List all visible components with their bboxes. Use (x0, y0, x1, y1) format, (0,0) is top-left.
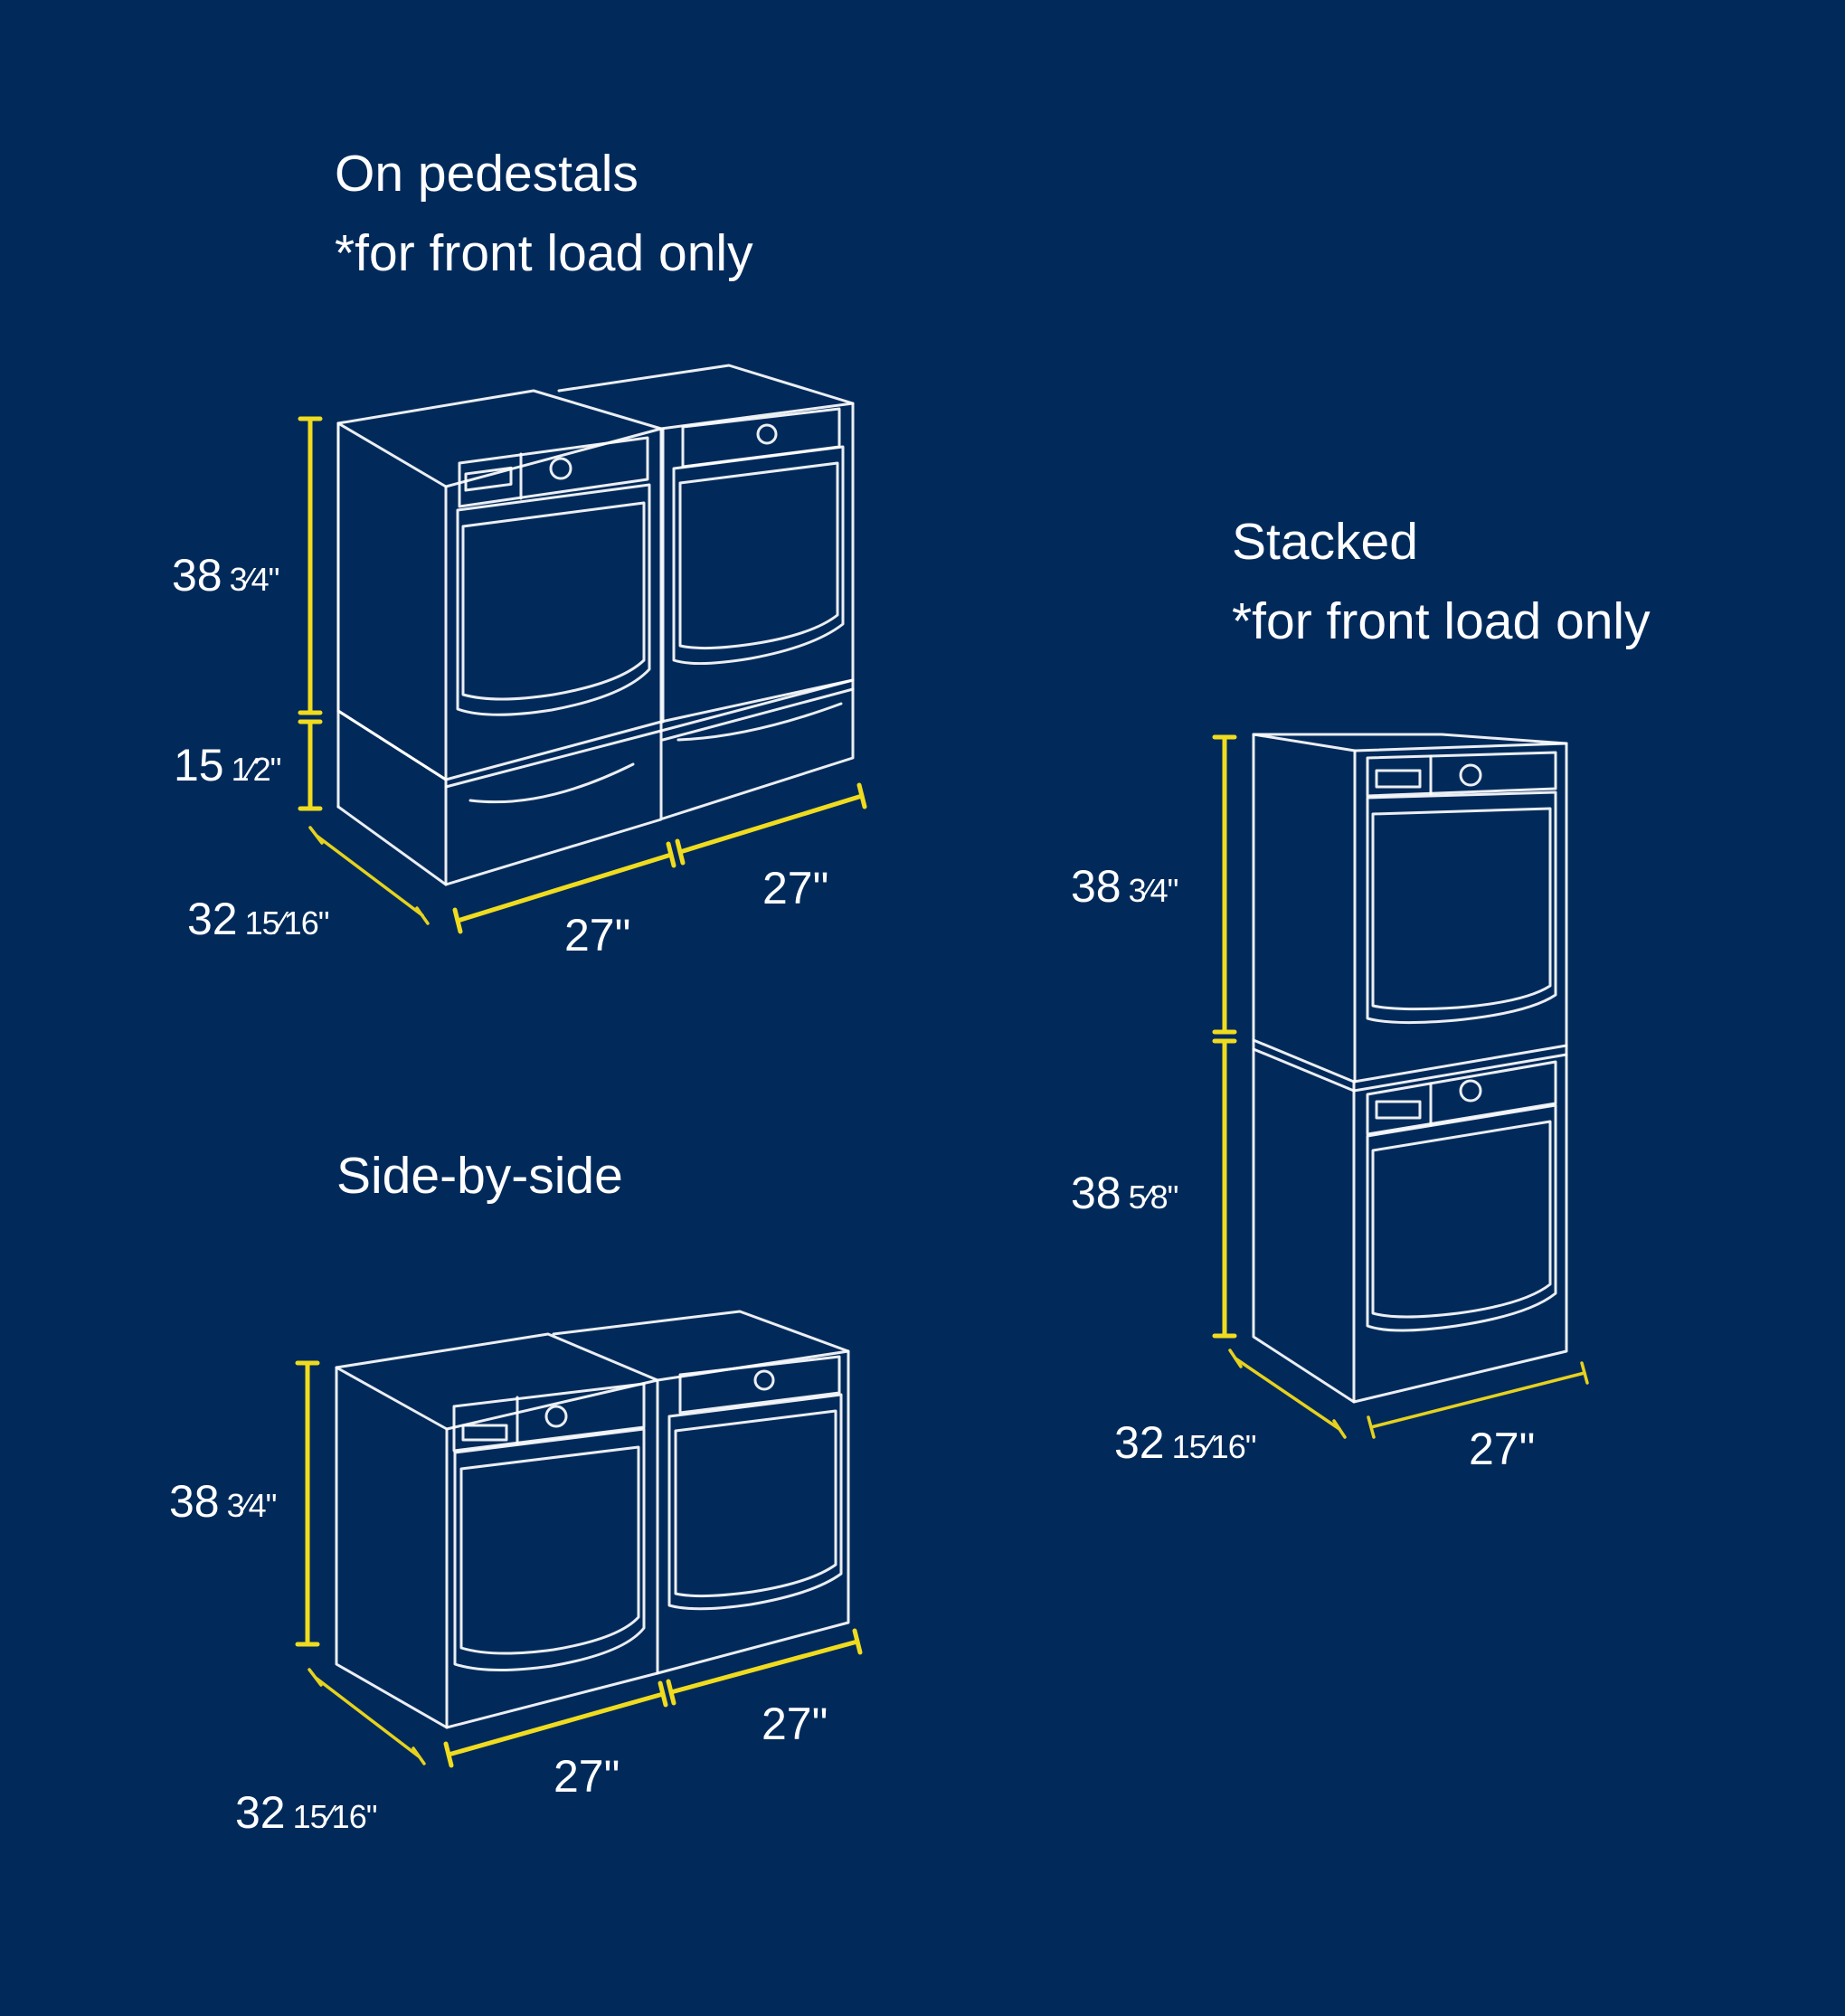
pedestal-washer-outline (336, 389, 663, 886)
dimension-lines (295, 416, 1589, 1768)
stacked-width-label: 27" (1469, 1424, 1536, 1474)
dim-fraction: 15⁄16" (292, 1798, 378, 1835)
pedestals-note: *for front load only (335, 224, 753, 282)
pedestals-title: On pedestals (335, 145, 639, 203)
pedestals-heading: On pedestals *for front load only (335, 134, 753, 293)
pedestals-width-left-label: 27" (564, 910, 631, 961)
stacked-washer-outline (1252, 1038, 1568, 1404)
dim-fraction: 3⁄4" (226, 1487, 278, 1524)
dim-fraction: 3⁄4" (1128, 872, 1179, 909)
side-width-left-label: 27" (554, 1751, 620, 1802)
dim-fraction: 1⁄2" (231, 751, 282, 788)
dim-fraction: 3⁄4" (229, 561, 280, 598)
dim-fraction: 15⁄16" (1171, 1428, 1257, 1465)
pedestals-width-right-label: 27" (762, 863, 829, 913)
pedestal-dryer-outline (557, 364, 855, 820)
dim-whole: 32 (1114, 1417, 1165, 1468)
dim-whole: 32 (235, 1787, 286, 1838)
dim-fraction: 5⁄8" (1128, 1178, 1179, 1216)
stacked-note: *for front load only (1232, 592, 1651, 650)
side-by-side-title: Side-by-side (336, 1147, 623, 1205)
side-by-side-heading: Side-by-side (336, 1136, 623, 1216)
dim-whole: 38 (172, 550, 222, 601)
dim-whole: 38 (1071, 861, 1121, 912)
stacked-heading: Stacked *for front load only (1232, 502, 1651, 661)
stacked-dryer-outline (1252, 733, 1568, 1084)
side-dryer-outline (552, 1310, 850, 1675)
side-width-right-label: 27" (762, 1699, 828, 1749)
dim-fraction: 15⁄16" (244, 904, 330, 942)
dim-whole: 38 (169, 1476, 220, 1527)
stacked-title: Stacked (1232, 513, 1418, 571)
dim-whole: 38 (1071, 1168, 1121, 1218)
dim-whole: 32 (187, 894, 238, 944)
side-washer-outline (335, 1332, 659, 1729)
dim-whole: 15 (174, 740, 224, 790)
